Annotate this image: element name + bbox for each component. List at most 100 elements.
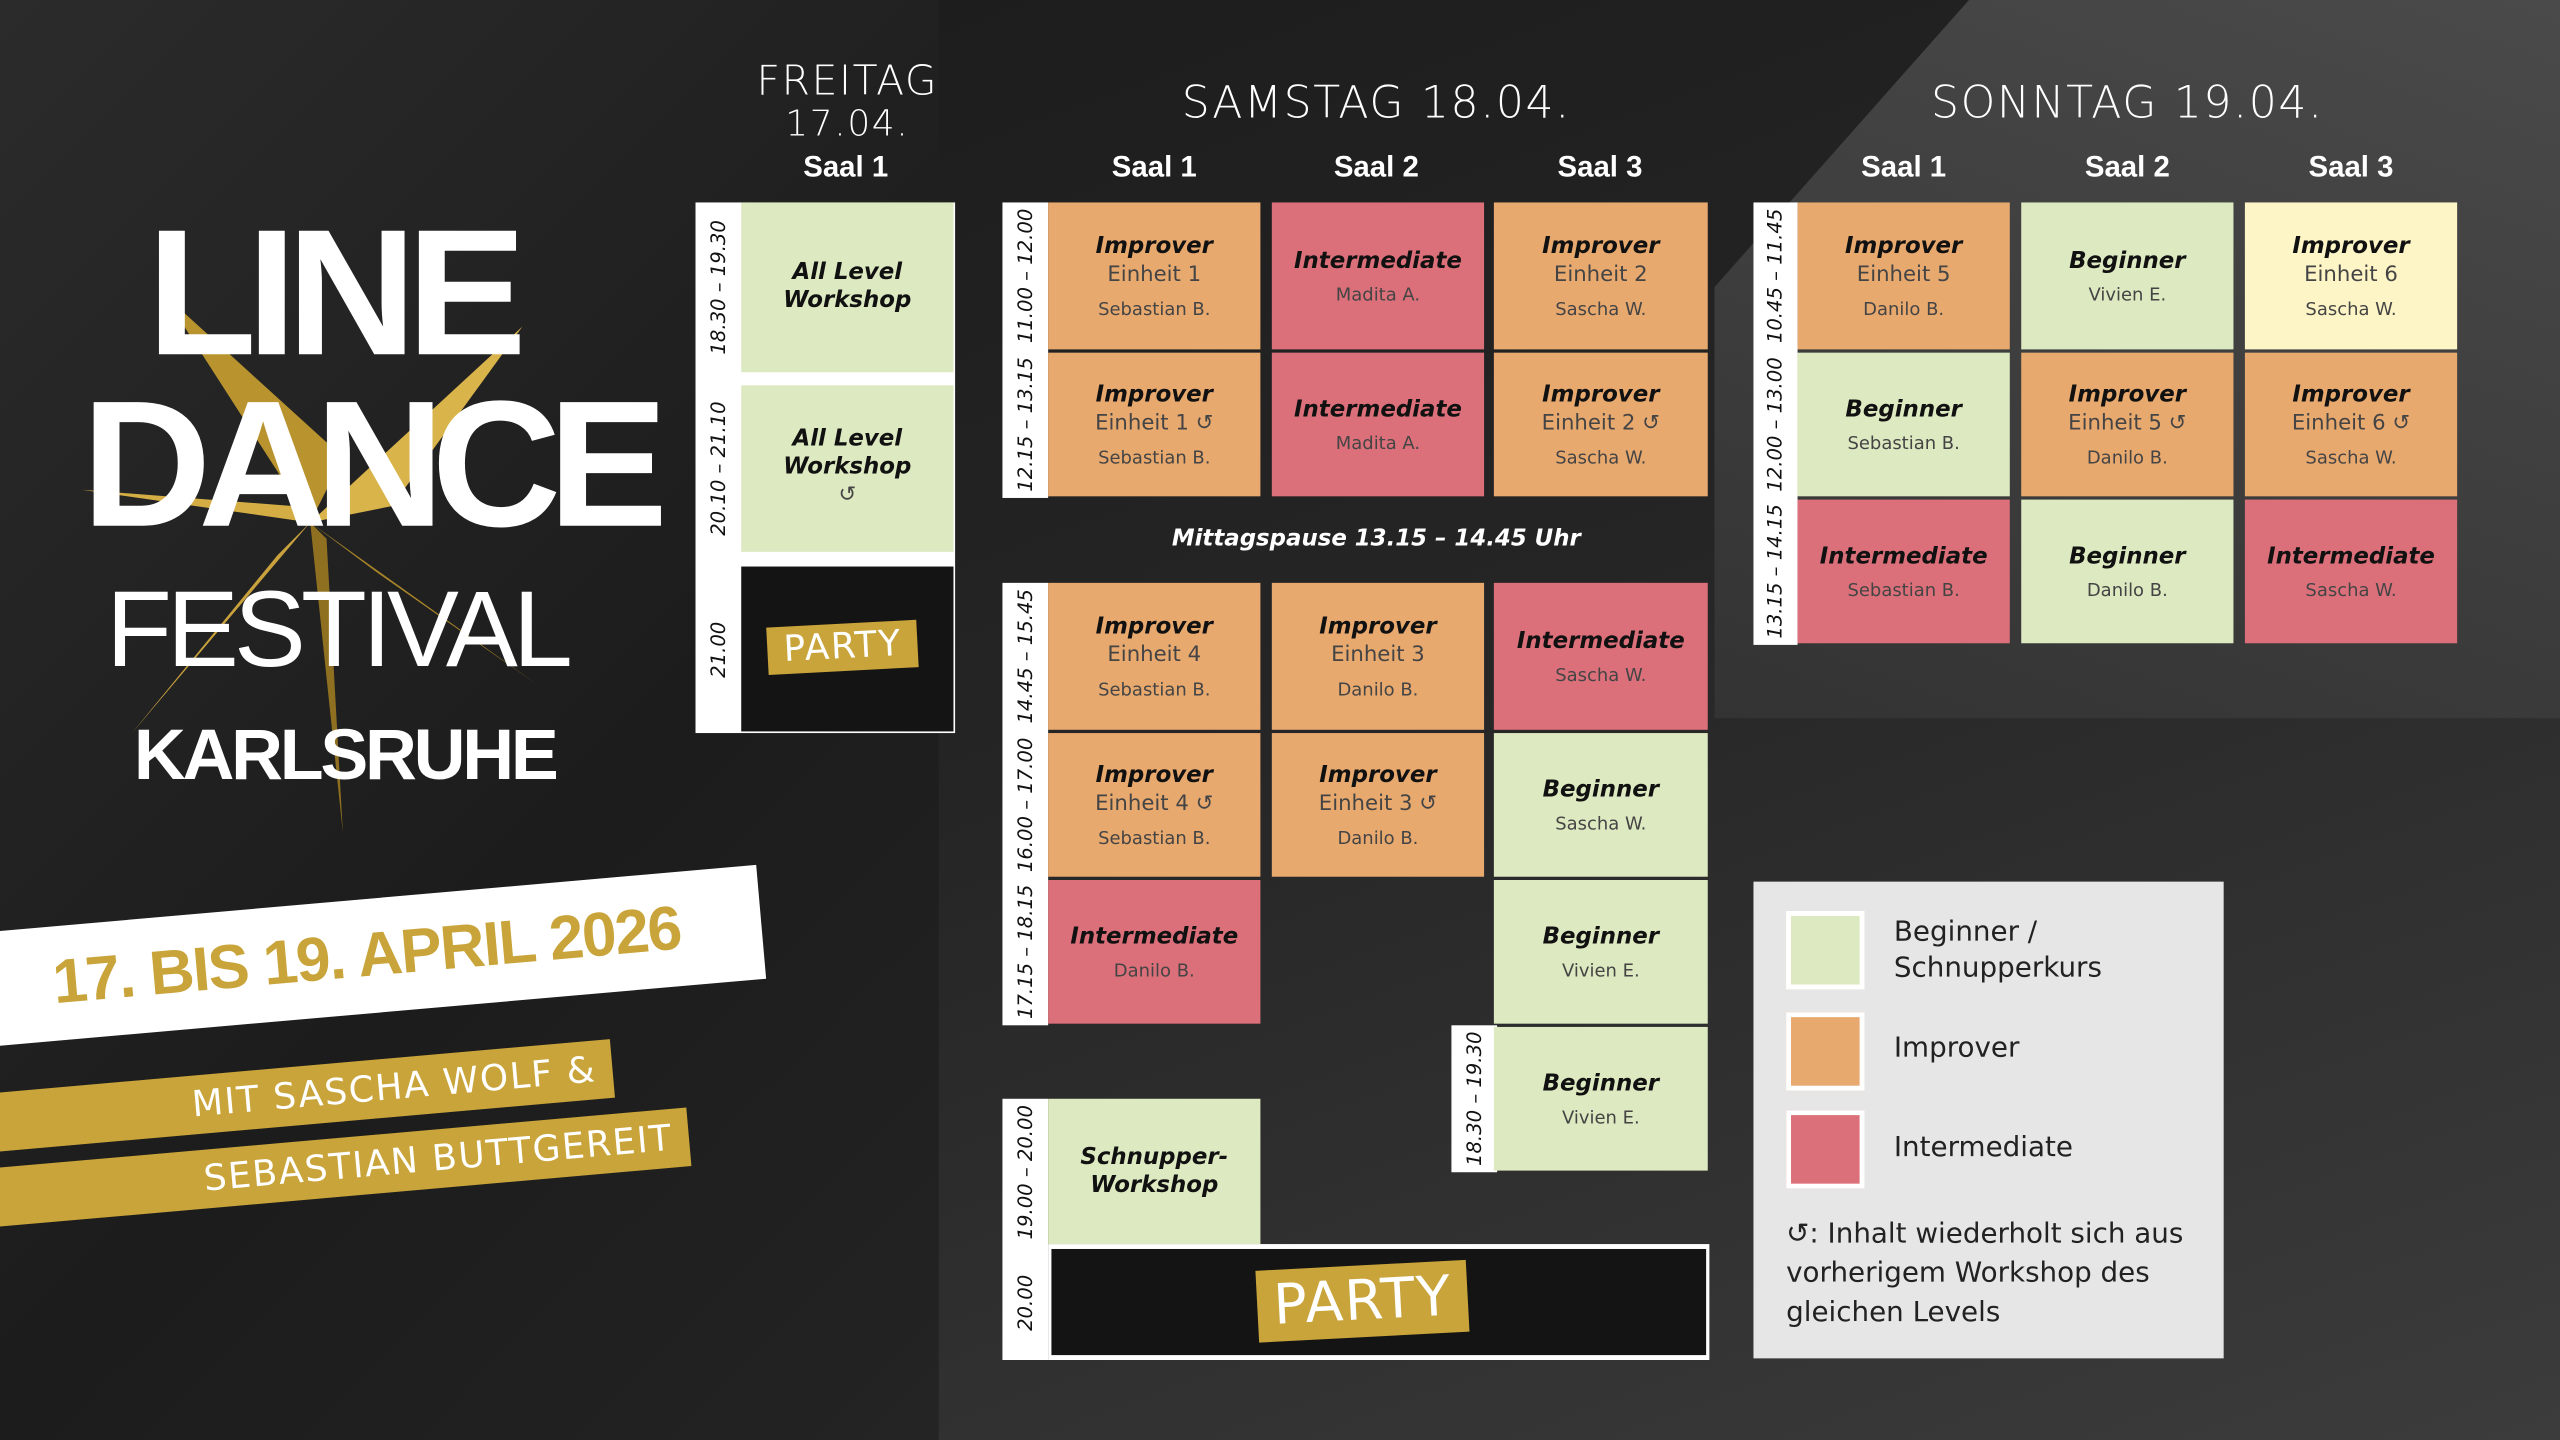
session-unit: Einheit 6 (2304, 262, 2398, 287)
session-teacher: Sascha W. (1555, 297, 1647, 320)
time-slot: 19.00 – 20.00 (1002, 1099, 1048, 1244)
time-label: 13.15 – 14.15 (1764, 504, 1787, 639)
time-slot: 20.00 (1002, 1246, 1048, 1359)
session-level: Intermediate (1294, 247, 1462, 274)
session-level: Improver (1095, 381, 1213, 408)
session-teacher: Sascha W. (2305, 297, 2397, 320)
time-slot: 20.10 – 21.10 (696, 385, 742, 552)
legend-repeat-note: ↺: Inhalt wiederholt sich aus vorherigem… (1786, 1217, 2184, 1329)
time-label: 17.15 – 18.15 (1013, 884, 1037, 1020)
party-label: PARTY (766, 619, 920, 675)
hall-header: Saal 3 (2308, 150, 2394, 183)
time-slot: 11.00 – 12.00 (1002, 202, 1048, 349)
session-unit: Einheit 5 (1856, 262, 1951, 287)
time-slot: 17.15 – 18.15 (1002, 880, 1048, 1024)
host-text-2: SEBASTIAN BUTTGEREIT (202, 1117, 675, 1200)
legend-label: Intermediate (1893, 1131, 2073, 1165)
session-level: Beginner (1542, 1070, 1660, 1097)
session-level: Improver (1542, 381, 1660, 408)
friday-date: 17.04. (785, 104, 910, 146)
session-teacher: Madita A. (1335, 283, 1421, 305)
session-teacher: Sascha W. (1555, 812, 1647, 834)
session-teacher: Danilo B. (1337, 678, 1419, 700)
session-teacher: Danilo B. (2086, 446, 2168, 468)
sunday-title: SONNTAG 19.04. (1930, 78, 2324, 129)
hall-header: Saal 1 (1861, 150, 1947, 183)
session-level: Beginner (1542, 776, 1660, 803)
time-label: 19.00 – 20.00 (1013, 1104, 1037, 1239)
session-teacher: Vivien E. (1561, 959, 1640, 981)
session-level: Improver (1095, 613, 1213, 640)
session-teacher: Sascha W. (1555, 663, 1647, 685)
session-level: Improver (1319, 761, 1437, 788)
hall-header: Saal 2 (1333, 150, 1419, 183)
hall-header: Saal 3 (1557, 150, 1643, 183)
session-teacher: Danilo B. (1863, 297, 1945, 320)
session-teacher: Sascha W. (2305, 578, 2397, 600)
session-level: Beginner (2069, 542, 2186, 569)
hall-header: Saal 1 (1111, 150, 1197, 183)
session-level: All Level Workshop (783, 259, 912, 314)
logo-line: LINE (146, 192, 527, 394)
legend-swatch-beginner (1786, 911, 1865, 990)
session-unit: Einheit 1 (1107, 262, 1202, 287)
session-unit: Einheit 4 (1107, 642, 1202, 667)
session-teacher: Vivien E. (1561, 1106, 1640, 1128)
session-level: Improver (1095, 232, 1213, 259)
session-teacher: Sascha W. (1555, 446, 1647, 468)
session-level: Improver (2292, 232, 2410, 259)
session-level: Beginner (1845, 395, 1962, 423)
session-teacher: Danilo B. (1337, 826, 1419, 849)
time-slot: 18.30 – 19.30 (696, 202, 742, 372)
session-level: Intermediate (2267, 542, 2435, 569)
time-slot: 16.00 – 17.00 (1002, 733, 1048, 877)
session-level: Intermediate (1294, 395, 1462, 423)
time-label: 16.00 – 17.00 (1013, 737, 1037, 873)
session-level: Intermediate (1516, 627, 1685, 654)
festival-logo: LINE DANCE FESTIVAL KARLSRUHE (65, 192, 668, 849)
logo-rays (81, 293, 539, 833)
date-text: 17. BIS 19. APRIL 2026 (50, 893, 684, 1018)
session-teacher: Sebastian B. (1098, 297, 1211, 320)
legend-swatch-improver (1786, 1012, 1865, 1091)
time-slot: 18.30 – 19.30 (1451, 1027, 1497, 1171)
time-label: 18.30 – 19.30 (706, 220, 730, 355)
time-label: 12.00 – 13.00 (1764, 357, 1787, 492)
session-level: All Level Workshop (783, 426, 912, 480)
logo-karlsruhe: KARLSRUHE (133, 715, 559, 796)
session-level: Intermediate (1070, 923, 1239, 950)
table-frame (1002, 202, 1049, 498)
session-teacher: Madita A. (1335, 431, 1421, 454)
session-unit: Einheit 5 ↺ (2068, 410, 2187, 436)
session-unit: Einheit 3 (1331, 642, 1425, 667)
session-level: Schnupper-Workshop (1080, 1143, 1229, 1198)
session-teacher: Danilo B. (1113, 959, 1195, 981)
session-level: Improver (1095, 761, 1213, 788)
time-label: 14.45 – 15.45 (1013, 589, 1037, 724)
session-teacher: Vivien E. (2088, 283, 2167, 305)
session-teacher: Danilo B. (2086, 578, 2168, 600)
session-cell: All Level Workshop↺ (741, 385, 954, 552)
time-label: 11.00 – 12.00 (1013, 208, 1037, 344)
session-unit: Einheit 6 ↺ (2291, 410, 2411, 436)
legend: Beginner / Schnupperkurs Improver Interm… (1753, 881, 2224, 1359)
session-level: Beginner (2069, 247, 2186, 274)
time-label: 20.10 – 21.10 (706, 401, 730, 536)
date-banner: 17. BIS 19. APRIL 2026 (0, 864, 767, 1048)
table-frame (1002, 1098, 1049, 1360)
